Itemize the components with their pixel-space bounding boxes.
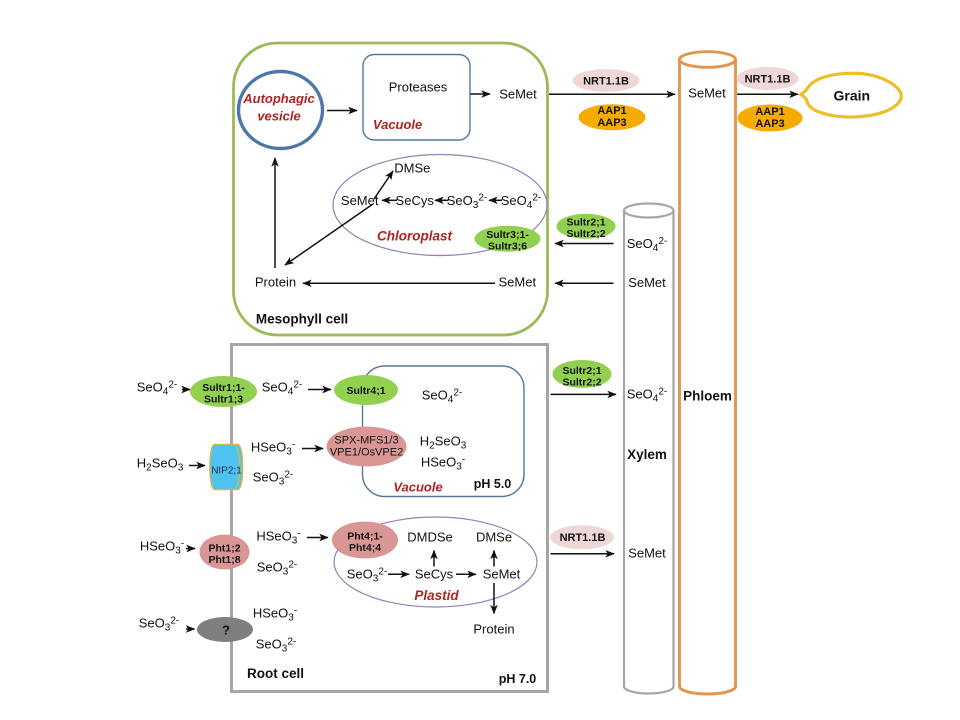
svg-text:Pht1;8: Pht1;8 bbox=[208, 554, 240, 566]
svg-text:NIP2;1: NIP2;1 bbox=[211, 466, 242, 477]
svg-text:Protein: Protein bbox=[255, 274, 296, 289]
svg-text:SeCys: SeCys bbox=[415, 567, 454, 582]
svg-text:DMSe: DMSe bbox=[394, 161, 430, 176]
svg-text:Xylem: Xylem bbox=[627, 447, 667, 462]
svg-text:Pht4;4: Pht4;4 bbox=[349, 542, 381, 554]
svg-text:AAP3: AAP3 bbox=[597, 117, 626, 129]
svg-text:Sultr3;1-: Sultr3;1- bbox=[486, 229, 529, 241]
svg-text:Sultr1;1-: Sultr1;1- bbox=[202, 382, 245, 394]
svg-text:Sultr1;3: Sultr1;3 bbox=[204, 394, 243, 406]
svg-text:SeO42-: SeO42- bbox=[137, 379, 177, 397]
svg-text:NRT1.1B: NRT1.1B bbox=[745, 74, 791, 86]
svg-text:AAP3: AAP3 bbox=[755, 118, 784, 130]
svg-text:NRT1.1B: NRT1.1B bbox=[560, 532, 606, 544]
svg-text:SPX-MFS1/3: SPX-MFS1/3 bbox=[334, 435, 398, 447]
svg-text:Root cell: Root cell bbox=[247, 666, 304, 681]
svg-text:Mesophyll cell: Mesophyll cell bbox=[256, 312, 348, 327]
svg-text:?: ? bbox=[222, 623, 230, 638]
svg-text:vesicle: vesicle bbox=[257, 109, 300, 124]
svg-text:Chloroplast: Chloroplast bbox=[377, 229, 453, 244]
svg-text:HSeO3-: HSeO3- bbox=[421, 454, 465, 472]
svg-text:DMSe: DMSe bbox=[476, 530, 512, 545]
svg-text:HSeO3-: HSeO3- bbox=[251, 439, 295, 457]
svg-text:Sultr3;6: Sultr3;6 bbox=[488, 241, 527, 253]
svg-text:HSeO3-: HSeO3- bbox=[256, 528, 300, 546]
svg-text:Phloem: Phloem bbox=[683, 389, 732, 404]
svg-text:Sultr4;1: Sultr4;1 bbox=[346, 385, 385, 397]
svg-text:H2SeO3: H2SeO3 bbox=[137, 456, 184, 474]
svg-text:SeMet: SeMet bbox=[499, 274, 537, 289]
svg-text:SeMet: SeMet bbox=[499, 87, 537, 102]
svg-text:Pht4;1-: Pht4;1- bbox=[347, 531, 383, 543]
svg-text:SeO32-: SeO32- bbox=[139, 615, 179, 633]
svg-text:DMDSe: DMDSe bbox=[407, 530, 453, 545]
svg-text:Autophagic: Autophagic bbox=[242, 91, 315, 106]
svg-text:SeMet: SeMet bbox=[628, 546, 666, 561]
svg-text:pH 7.0: pH 7.0 bbox=[499, 672, 537, 686]
svg-text:Sultr2;1: Sultr2;1 bbox=[562, 365, 601, 377]
svg-text:HSeO3-: HSeO3- bbox=[253, 605, 297, 623]
svg-text:Sultr2;2: Sultr2;2 bbox=[566, 228, 605, 240]
svg-text:AAP1: AAP1 bbox=[755, 106, 784, 118]
svg-text:pH 5.0: pH 5.0 bbox=[474, 477, 512, 491]
svg-text:SeMet: SeMet bbox=[628, 275, 666, 290]
svg-text:Grain: Grain bbox=[834, 88, 871, 104]
svg-text:HSeO3-: HSeO3- bbox=[140, 538, 184, 556]
svg-text:Protein: Protein bbox=[473, 622, 514, 637]
svg-text:AAP1: AAP1 bbox=[597, 105, 626, 117]
svg-text:Vacuole: Vacuole bbox=[373, 117, 422, 132]
svg-text:Vacuole: Vacuole bbox=[393, 480, 442, 495]
svg-text:SeMet: SeMet bbox=[341, 193, 379, 208]
svg-text:Sultr2;1: Sultr2;1 bbox=[566, 217, 605, 229]
svg-text:SeMet: SeMet bbox=[688, 85, 726, 100]
svg-text:SeMet: SeMet bbox=[483, 567, 521, 582]
svg-text:SeCys: SeCys bbox=[396, 193, 435, 208]
svg-text:Sultr2;2: Sultr2;2 bbox=[562, 377, 601, 389]
svg-text:VPE1/OsVPE2: VPE1/OsVPE2 bbox=[330, 447, 403, 459]
svg-text:Proteases: Proteases bbox=[389, 80, 448, 95]
svg-text:Pht1;2: Pht1;2 bbox=[208, 543, 240, 555]
svg-text:NRT1.1B: NRT1.1B bbox=[583, 76, 629, 88]
svg-text:Plastid: Plastid bbox=[414, 588, 459, 603]
